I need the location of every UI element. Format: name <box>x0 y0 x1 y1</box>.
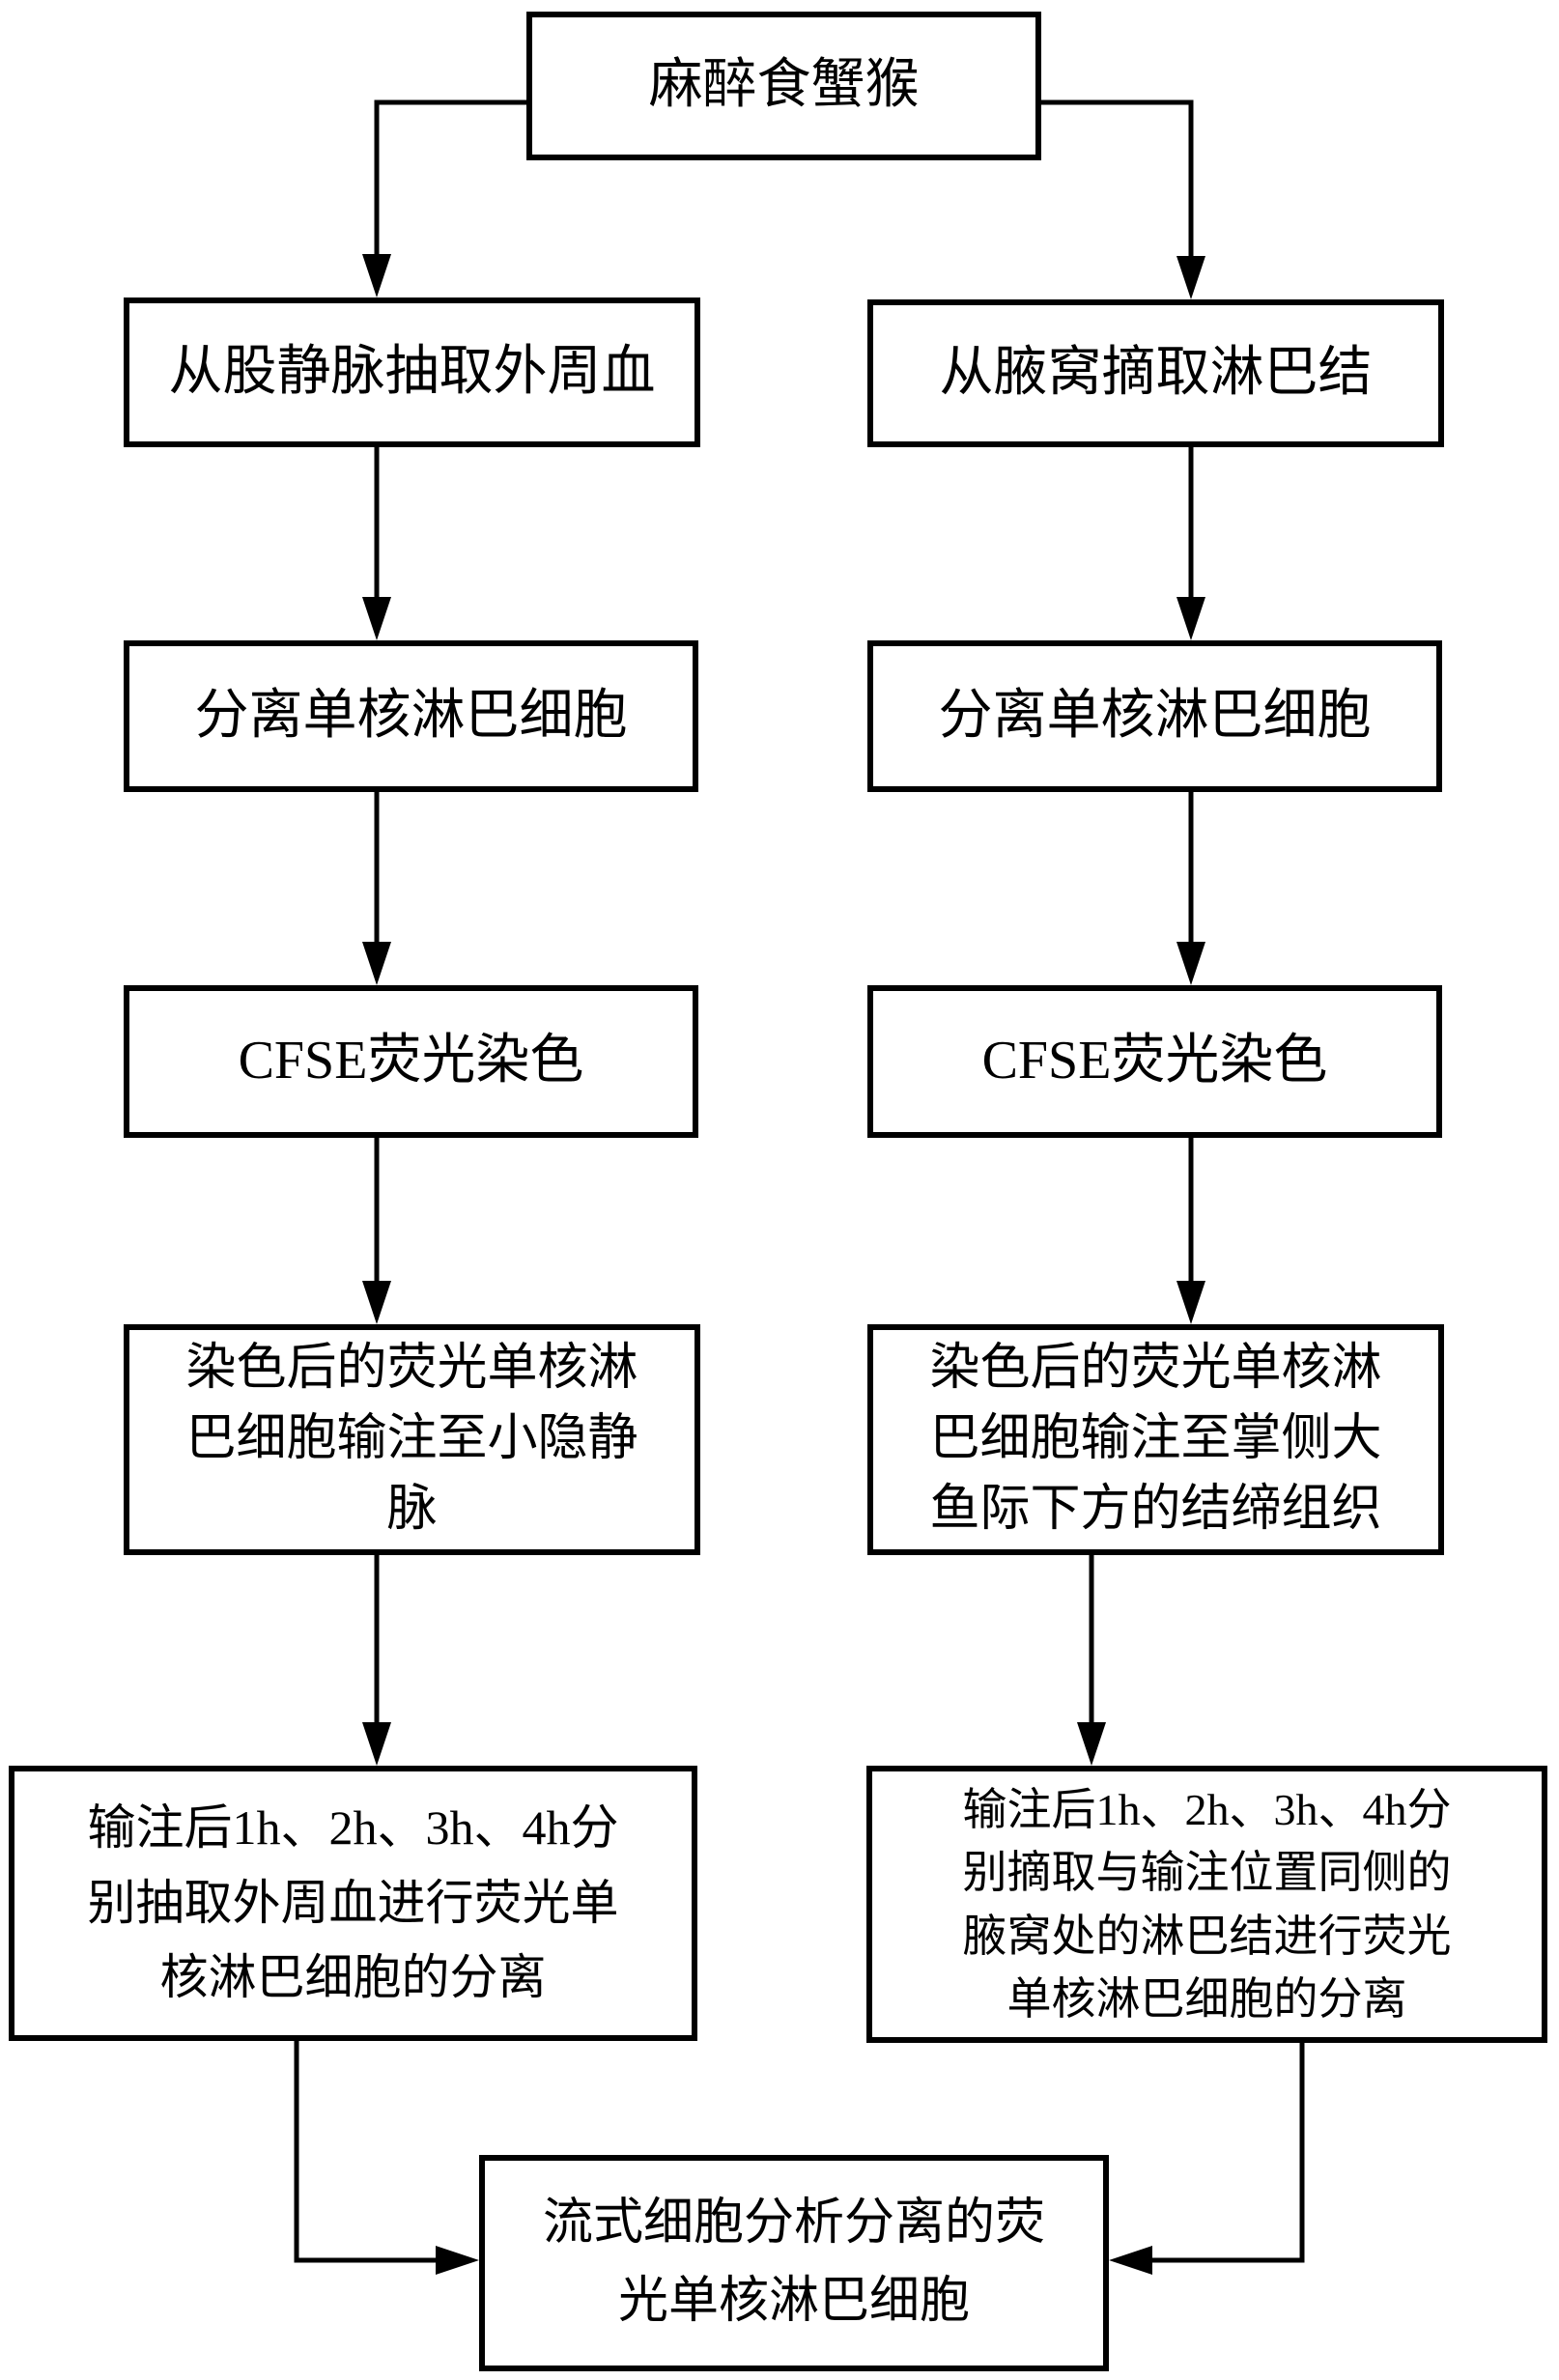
node-flow-cytometry-analysis: 流式细胞分析分离的荧 光单核淋巴细胞 <box>479 2155 1109 2371</box>
edge-left5-to-merge-line <box>294 2041 437 2263</box>
node-anesthetized-cynomolgus-monkey: 麻醉食蟹猴 <box>526 12 1041 160</box>
node-infuse-into-thenar-connective-tissue: 染色后的荧光单核淋 巴细胞输注至掌侧大 鱼际下方的结缔组织 <box>867 1324 1444 1555</box>
edge-left1-to-left2-arrowhead-icon <box>362 597 391 640</box>
edge-right1-to-right2-arrowhead-icon <box>1176 597 1205 640</box>
edge-right2-to-right3-arrowhead-icon <box>1176 942 1205 985</box>
edge-left4-to-left5-arrowhead-icon <box>362 1722 391 1766</box>
node-isolate-mononuclear-lymphocytes-node: 分离单核淋巴细胞 <box>867 640 1442 792</box>
edge-root-to-right1-line <box>1041 99 1194 257</box>
edge-root-to-right1-arrowhead-icon <box>1176 256 1205 299</box>
edge-right5-to-merge-line <box>1151 2043 1305 2263</box>
edge-right5-to-merge-arrowhead-icon <box>1109 2246 1152 2275</box>
edge-root-to-left1-arrowhead-icon <box>362 254 391 298</box>
edge-left3-to-left4-arrowhead-icon <box>362 1281 391 1324</box>
node-timed-blood-sampling-separation: 输注后1h、2h、3h、4h分 别抽取外周血进行荧光单 核淋巴细胞的分离 <box>9 1766 697 2041</box>
node-draw-peripheral-blood-femoral-vein: 从股静脉抽取外周血 <box>124 298 700 447</box>
edge-left5-to-merge-arrowhead-icon <box>436 2246 479 2275</box>
edge-right3-to-right4-arrowhead-icon <box>1176 1281 1205 1324</box>
node-excise-lymph-nodes-from-axilla: 从腋窝摘取淋巴结 <box>867 299 1444 447</box>
edge-root-to-left1-line <box>374 99 526 255</box>
node-cfse-fluorescent-staining-blood: CFSE荧光染色 <box>124 985 698 1138</box>
edge-right4-to-right5-arrowhead-icon <box>1077 1722 1106 1766</box>
node-isolate-mononuclear-lymphocytes-blood: 分离单核淋巴细胞 <box>124 640 698 792</box>
node-infuse-into-small-saphenous-vein: 染色后的荧光单核淋 巴细胞输注至小隐静 脉 <box>124 1324 700 1555</box>
edge-left2-to-left3-arrowhead-icon <box>362 942 391 985</box>
node-cfse-fluorescent-staining-node: CFSE荧光染色 <box>867 985 1442 1138</box>
node-timed-lymph-node-excision-separation: 输注后1h、2h、3h、4h分 别摘取与输注位置同侧的 腋窝处的淋巴结进行荧光 … <box>866 1766 1547 2043</box>
